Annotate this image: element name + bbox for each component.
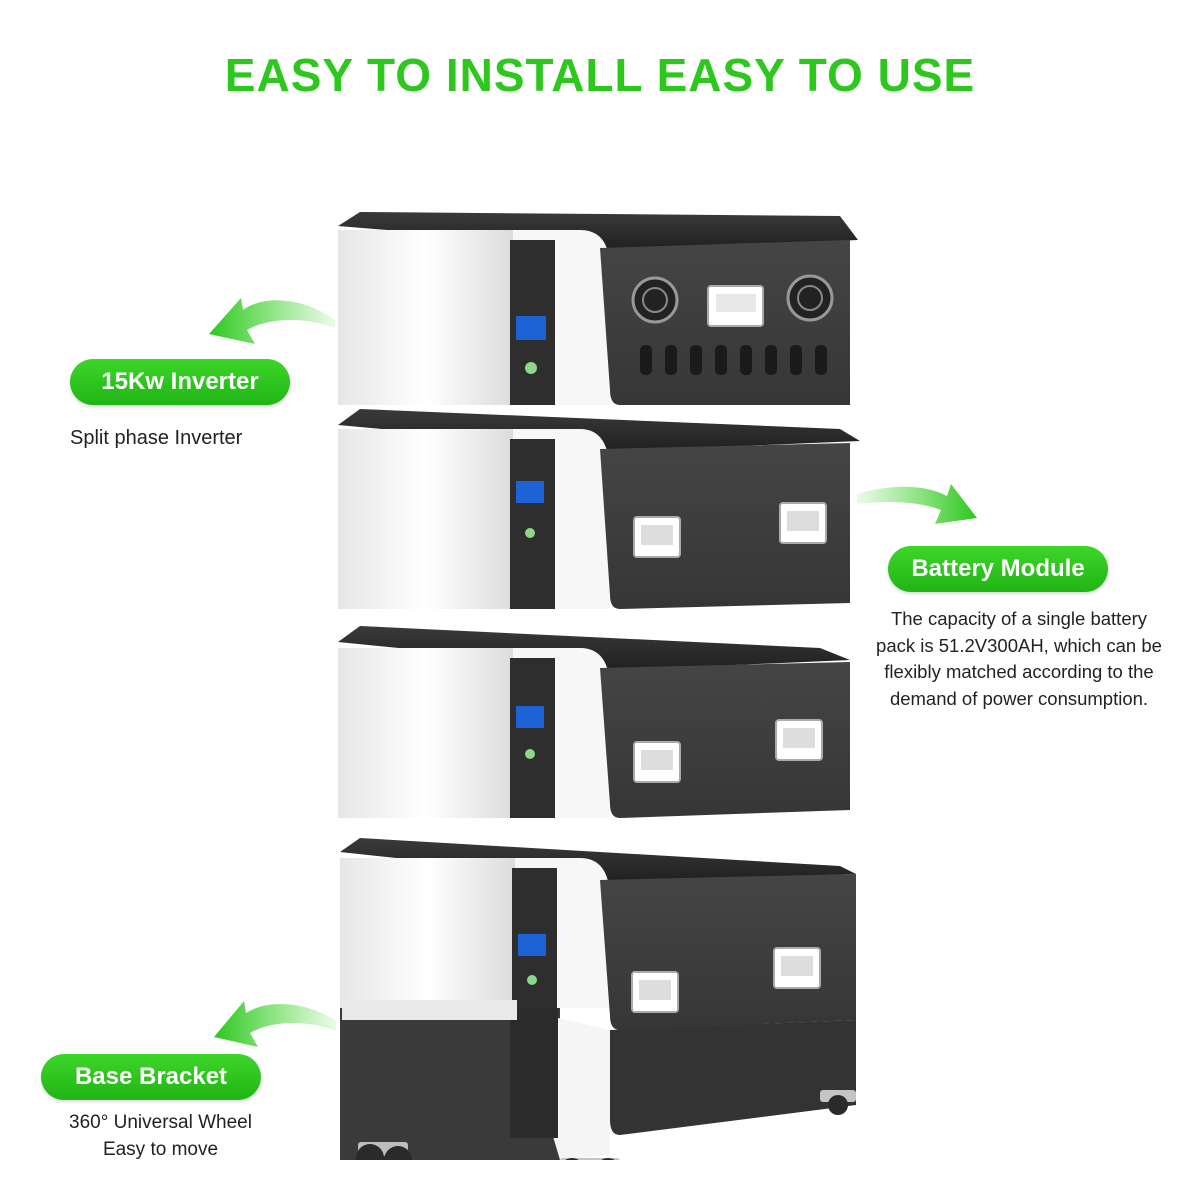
inverter-badge: 15Kw Inverter [70, 359, 290, 405]
battery-module-1 [338, 409, 860, 609]
base-badge-label: Base Bracket [74, 1063, 228, 1090]
base-badge: Base Bracket [41, 1054, 261, 1100]
inverter-description: Split phase Inverter [70, 427, 243, 449]
arrow-left-inverter-icon [209, 298, 335, 344]
energy-storage-stack-illustration [338, 212, 860, 1160]
base-description: 360° Universal Wheel Easy to move [69, 1112, 252, 1160]
battery-module-2 [338, 626, 850, 818]
arrow-left-base-icon [214, 1001, 336, 1047]
battery-description: The capacity of a single battery pack is… [876, 608, 1162, 709]
arrow-right-battery-icon [857, 484, 977, 524]
page-headline: EASY TO INSTALL EASY TO USE [224, 49, 976, 101]
universal-wheel-icon [356, 1090, 856, 1160]
base-bracket [340, 1000, 856, 1160]
battery-badge: Battery Module [888, 546, 1108, 592]
inverter-unit [338, 212, 858, 405]
battery-module-3 [340, 838, 856, 1030]
inverter-badge-label: 15Kw Inverter [101, 368, 259, 395]
battery-badge-label: Battery Module [911, 555, 1085, 582]
